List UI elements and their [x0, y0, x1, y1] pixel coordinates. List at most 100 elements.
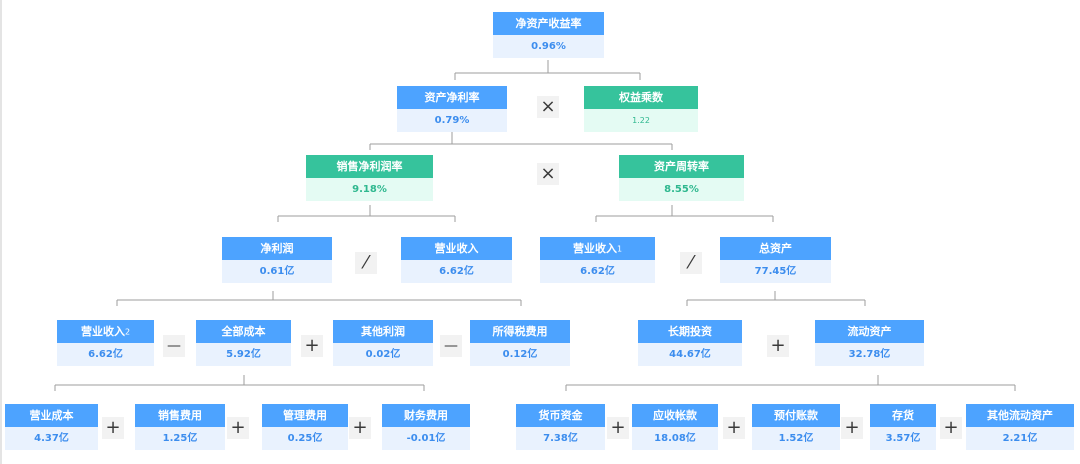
node-net-profit-margin-value: 9.18% [306, 178, 433, 201]
connector-total-cost [54, 375, 425, 391]
node-net-profit[interactable]: 净利润 0.61亿 [222, 237, 332, 283]
node-net-asset-margin-title: 资产净利率 [397, 86, 507, 109]
node-revenue-value: 6.62亿 [401, 260, 512, 283]
connector-profit-margin [277, 205, 456, 222]
node-other-current-assets-value: 2.21亿 [966, 427, 1074, 450]
node-revenue-1-title: 营业收入1 [540, 237, 655, 260]
plus-operator: + [723, 417, 745, 439]
node-receivables-title: 应收帐款 [632, 404, 718, 427]
node-admin-expense-value: 0.25亿 [262, 427, 348, 450]
minus-operator: — [440, 335, 462, 357]
node-long-term-investment[interactable]: 长期投资 44.67亿 [638, 320, 742, 366]
node-receivables[interactable]: 应收帐款 18.08亿 [632, 404, 718, 450]
node-finance-expense-value: -0.01亿 [382, 427, 470, 450]
node-equity-multiplier[interactable]: 权益乘数 1.22 [584, 86, 698, 132]
node-total-assets-value: 77.45亿 [720, 260, 831, 283]
node-revenue-1[interactable]: 营业收入1 6.62亿 [540, 237, 655, 283]
node-inventory[interactable]: 存货 3.57亿 [870, 404, 936, 450]
connector-current-assets [565, 375, 1016, 391]
times-operator: × [537, 163, 559, 185]
node-roe-value: 0.96% [493, 35, 604, 58]
node-prepayments-title: 预付账款 [752, 404, 840, 427]
minus-operator: — [163, 335, 185, 357]
node-selling-expense-value: 1.25亿 [135, 427, 225, 450]
node-total-assets-title: 总资产 [720, 237, 831, 260]
node-cash-value: 7.38亿 [516, 427, 605, 450]
node-operating-cost-title: 营业成本 [5, 404, 98, 427]
node-equity-multiplier-value: 1.22 [584, 109, 698, 132]
node-long-term-investment-value: 44.67亿 [638, 343, 742, 366]
plus-operator: + [940, 417, 962, 439]
node-inventory-title: 存货 [870, 404, 936, 427]
connector-roe [454, 60, 641, 80]
node-cash[interactable]: 货币资金 7.38亿 [516, 404, 605, 450]
node-revenue-1-title-text: 营业收入 [572, 242, 617, 255]
connector-turnover [595, 205, 774, 222]
node-finance-expense-title: 财务费用 [382, 404, 470, 427]
connector-total-assets [686, 291, 866, 306]
node-revenue-1-subscript: 1 [616, 244, 623, 254]
plus-operator: + [301, 335, 323, 357]
node-revenue-2-value: 6.62亿 [57, 343, 154, 366]
connector-asset-margin [369, 129, 673, 150]
node-other-profit-value: 0.02亿 [333, 343, 433, 366]
plus-operator: + [102, 417, 124, 439]
node-net-profit-margin[interactable]: 销售净利润率 9.18% [306, 155, 433, 201]
node-current-assets-title: 流动资产 [815, 320, 924, 343]
left-border [0, 0, 2, 464]
connector-net-profit [116, 291, 522, 306]
node-net-asset-margin-value: 0.79% [397, 109, 507, 132]
node-revenue-2-title: 营业收入2 [57, 320, 154, 343]
divide-operator: ⁄ [680, 252, 702, 274]
plus-operator: + [841, 417, 863, 439]
plus-operator: + [227, 417, 249, 439]
node-finance-expense[interactable]: 财务费用 -0.01亿 [382, 404, 470, 450]
node-other-profit-title: 其他利润 [333, 320, 433, 343]
times-operator: × [537, 96, 559, 118]
node-roe[interactable]: 净资产收益率 0.96% [493, 12, 604, 58]
node-equity-multiplier-title: 权益乘数 [584, 86, 698, 109]
node-revenue-2-title-text: 营业收入 [80, 325, 125, 338]
node-current-assets-value: 32.78亿 [815, 343, 924, 366]
node-revenue-title: 营业收入 [401, 237, 512, 260]
node-revenue-2-subscript: 2 [124, 327, 131, 337]
node-revenue[interactable]: 营业收入 6.62亿 [401, 237, 512, 283]
node-income-tax-title: 所得税费用 [470, 320, 570, 343]
node-operating-cost[interactable]: 营业成本 4.37亿 [5, 404, 98, 450]
node-revenue-1-value: 6.62亿 [540, 260, 655, 283]
node-inventory-value: 3.57亿 [870, 427, 936, 450]
node-other-current-assets[interactable]: 其他流动资产 2.21亿 [966, 404, 1074, 450]
node-net-asset-margin[interactable]: 资产净利率 0.79% [397, 86, 507, 132]
node-total-assets[interactable]: 总资产 77.45亿 [720, 237, 831, 283]
node-other-profit[interactable]: 其他利润 0.02亿 [333, 320, 433, 366]
node-roe-title: 净资产收益率 [493, 12, 604, 35]
node-prepayments-value: 1.52亿 [752, 427, 840, 450]
plus-operator: + [767, 335, 789, 357]
node-admin-expense[interactable]: 管理费用 0.25亿 [262, 404, 348, 450]
node-asset-turnover[interactable]: 资产周转率 8.55% [619, 155, 744, 201]
node-total-cost-value: 5.92亿 [196, 343, 291, 366]
node-cash-title: 货币资金 [516, 404, 605, 427]
node-total-cost[interactable]: 全部成本 5.92亿 [196, 320, 291, 366]
node-receivables-value: 18.08亿 [632, 427, 718, 450]
plus-operator: + [349, 417, 371, 439]
node-selling-expense[interactable]: 销售费用 1.25亿 [135, 404, 225, 450]
node-long-term-investment-title: 长期投资 [638, 320, 742, 343]
node-other-current-assets-title: 其他流动资产 [966, 404, 1074, 427]
node-asset-turnover-title: 资产周转率 [619, 155, 744, 178]
plus-operator: + [607, 417, 629, 439]
node-asset-turnover-value: 8.55% [619, 178, 744, 201]
node-net-profit-title: 净利润 [222, 237, 332, 260]
divide-operator: ⁄ [355, 252, 377, 274]
node-income-tax-value: 0.12亿 [470, 343, 570, 366]
node-admin-expense-title: 管理费用 [262, 404, 348, 427]
node-net-profit-value: 0.61亿 [222, 260, 332, 283]
node-current-assets[interactable]: 流动资产 32.78亿 [815, 320, 924, 366]
node-operating-cost-value: 4.37亿 [5, 427, 98, 450]
node-revenue-2[interactable]: 营业收入2 6.62亿 [57, 320, 154, 366]
node-income-tax[interactable]: 所得税费用 0.12亿 [470, 320, 570, 366]
node-selling-expense-title: 销售费用 [135, 404, 225, 427]
node-prepayments[interactable]: 预付账款 1.52亿 [752, 404, 840, 450]
node-net-profit-margin-title: 销售净利润率 [306, 155, 433, 178]
